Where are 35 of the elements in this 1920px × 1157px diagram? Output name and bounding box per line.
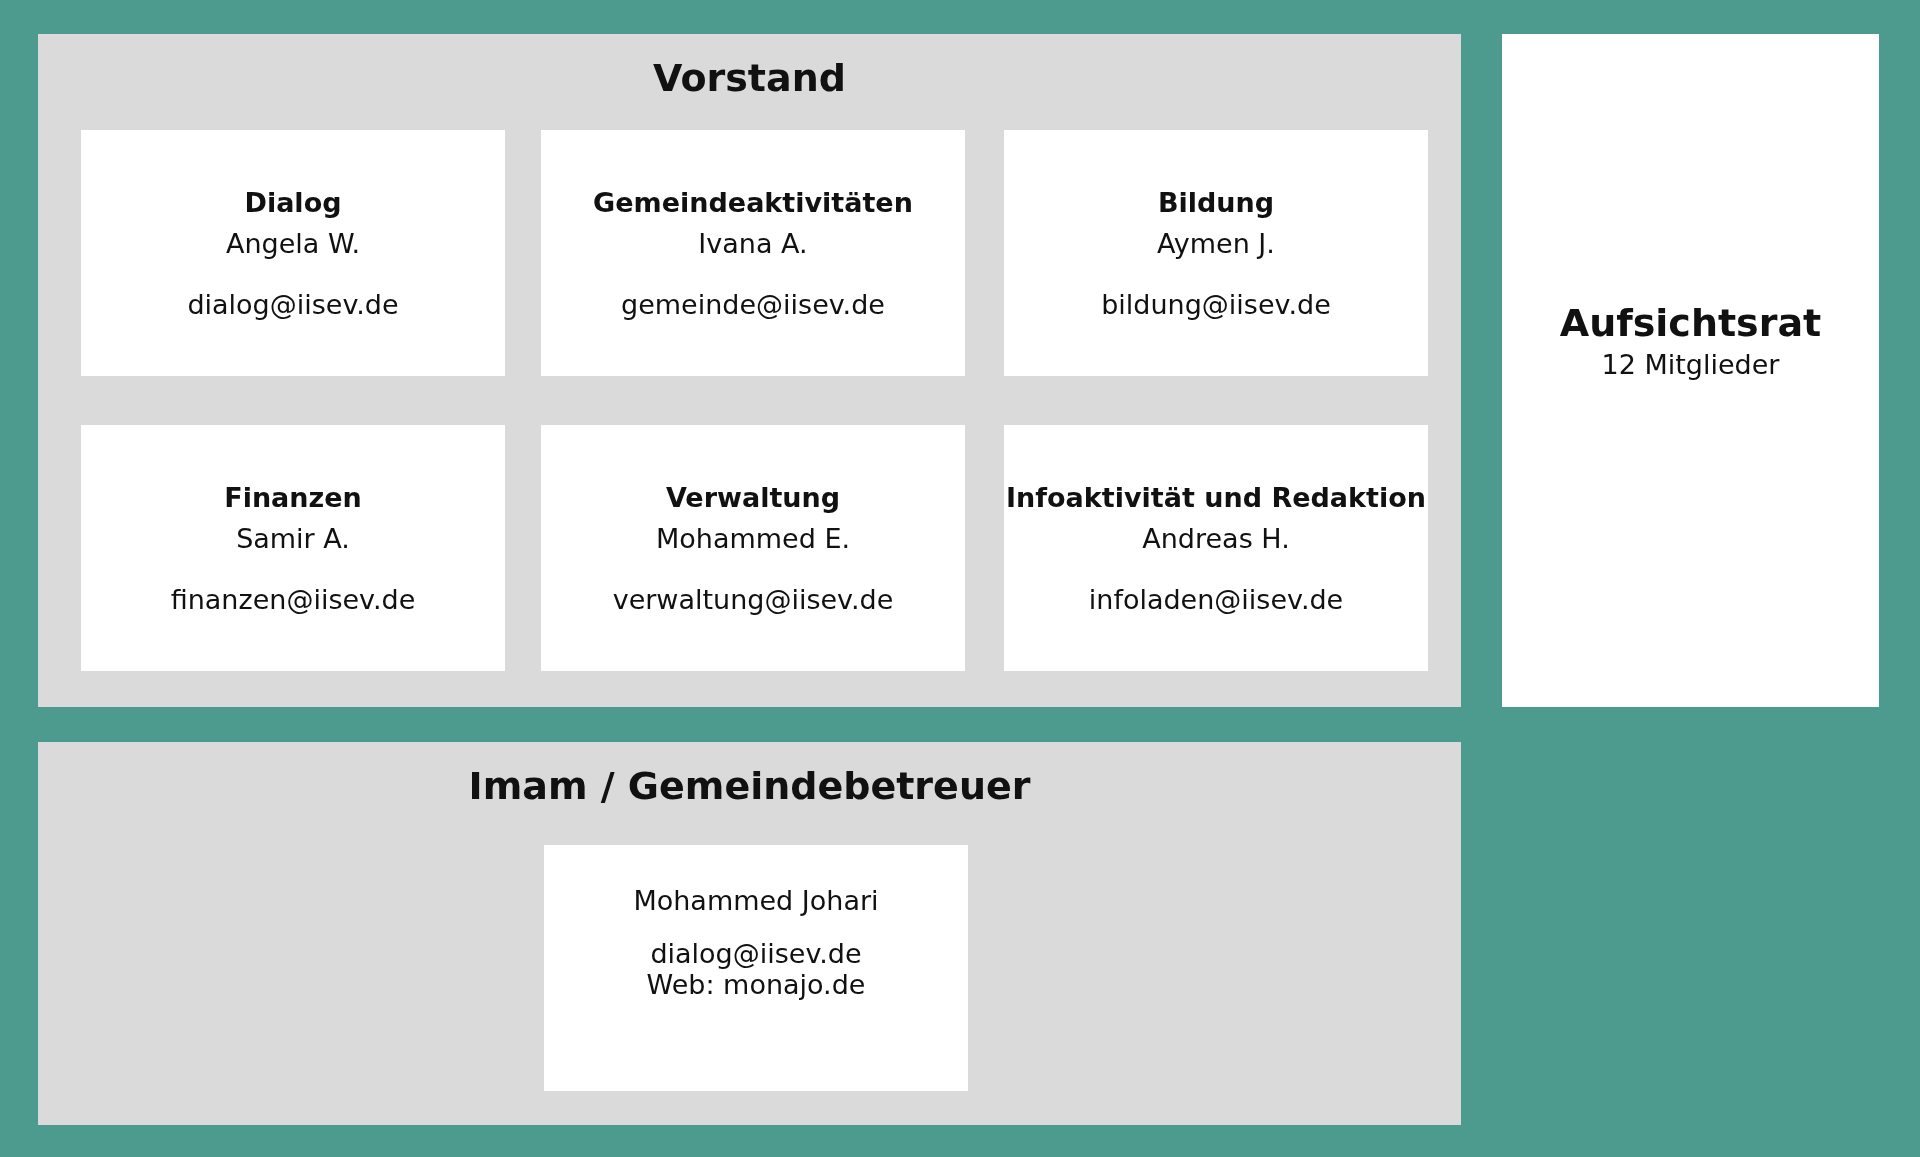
department-card: [81, 425, 505, 671]
card-title: Finanzen: [224, 481, 362, 513]
email-address: infoladen@iisev.de: [1088, 583, 1344, 615]
email-address: dialog@iisev.de: [187, 288, 399, 320]
member-count: 12 Mitglieder: [1601, 349, 1780, 380]
card-title: Infoaktivität und Redaktion: [1006, 481, 1426, 513]
department-card: [81, 130, 505, 376]
card-title: Gemeindeaktivitäten: [593, 186, 913, 218]
department-card: [541, 130, 965, 376]
person-name: Samir A.: [236, 522, 350, 554]
group-panel: [1502, 34, 1879, 707]
department-card: [541, 425, 965, 671]
person-name: Angela W.: [225, 227, 361, 259]
group-panel: [38, 742, 1461, 1125]
group-panel: [38, 34, 1461, 707]
email-address: dialog@iisev.de: [650, 938, 862, 969]
group-title: Aufsichtsrat: [1559, 301, 1822, 345]
email-address: gemeinde@iisev.de: [621, 288, 885, 320]
email-address: finanzen@iisev.de: [170, 583, 416, 615]
person-name: Andreas H.: [1142, 522, 1290, 554]
department-card: [1004, 130, 1428, 376]
department-card: [1004, 425, 1428, 671]
person-name: Ivana A.: [698, 227, 808, 259]
person-name: Mohammed Johari: [633, 885, 879, 916]
person-name: Aymen J.: [1157, 227, 1275, 259]
card-title: Bildung: [1157, 186, 1275, 218]
card-title: Verwaltung: [665, 481, 841, 513]
group-title: Vorstand: [652, 56, 847, 100]
card-title: Dialog: [244, 186, 342, 218]
website-address: Web: monajo.de: [646, 969, 866, 1000]
person-name: Mohammed E.: [655, 522, 851, 554]
email-address: bildung@iisev.de: [1101, 288, 1331, 320]
person-card: [544, 845, 968, 1091]
group-title: Imam / Gemeindebetreuer: [467, 764, 1032, 808]
email-address: verwaltung@iisev.de: [612, 583, 894, 615]
